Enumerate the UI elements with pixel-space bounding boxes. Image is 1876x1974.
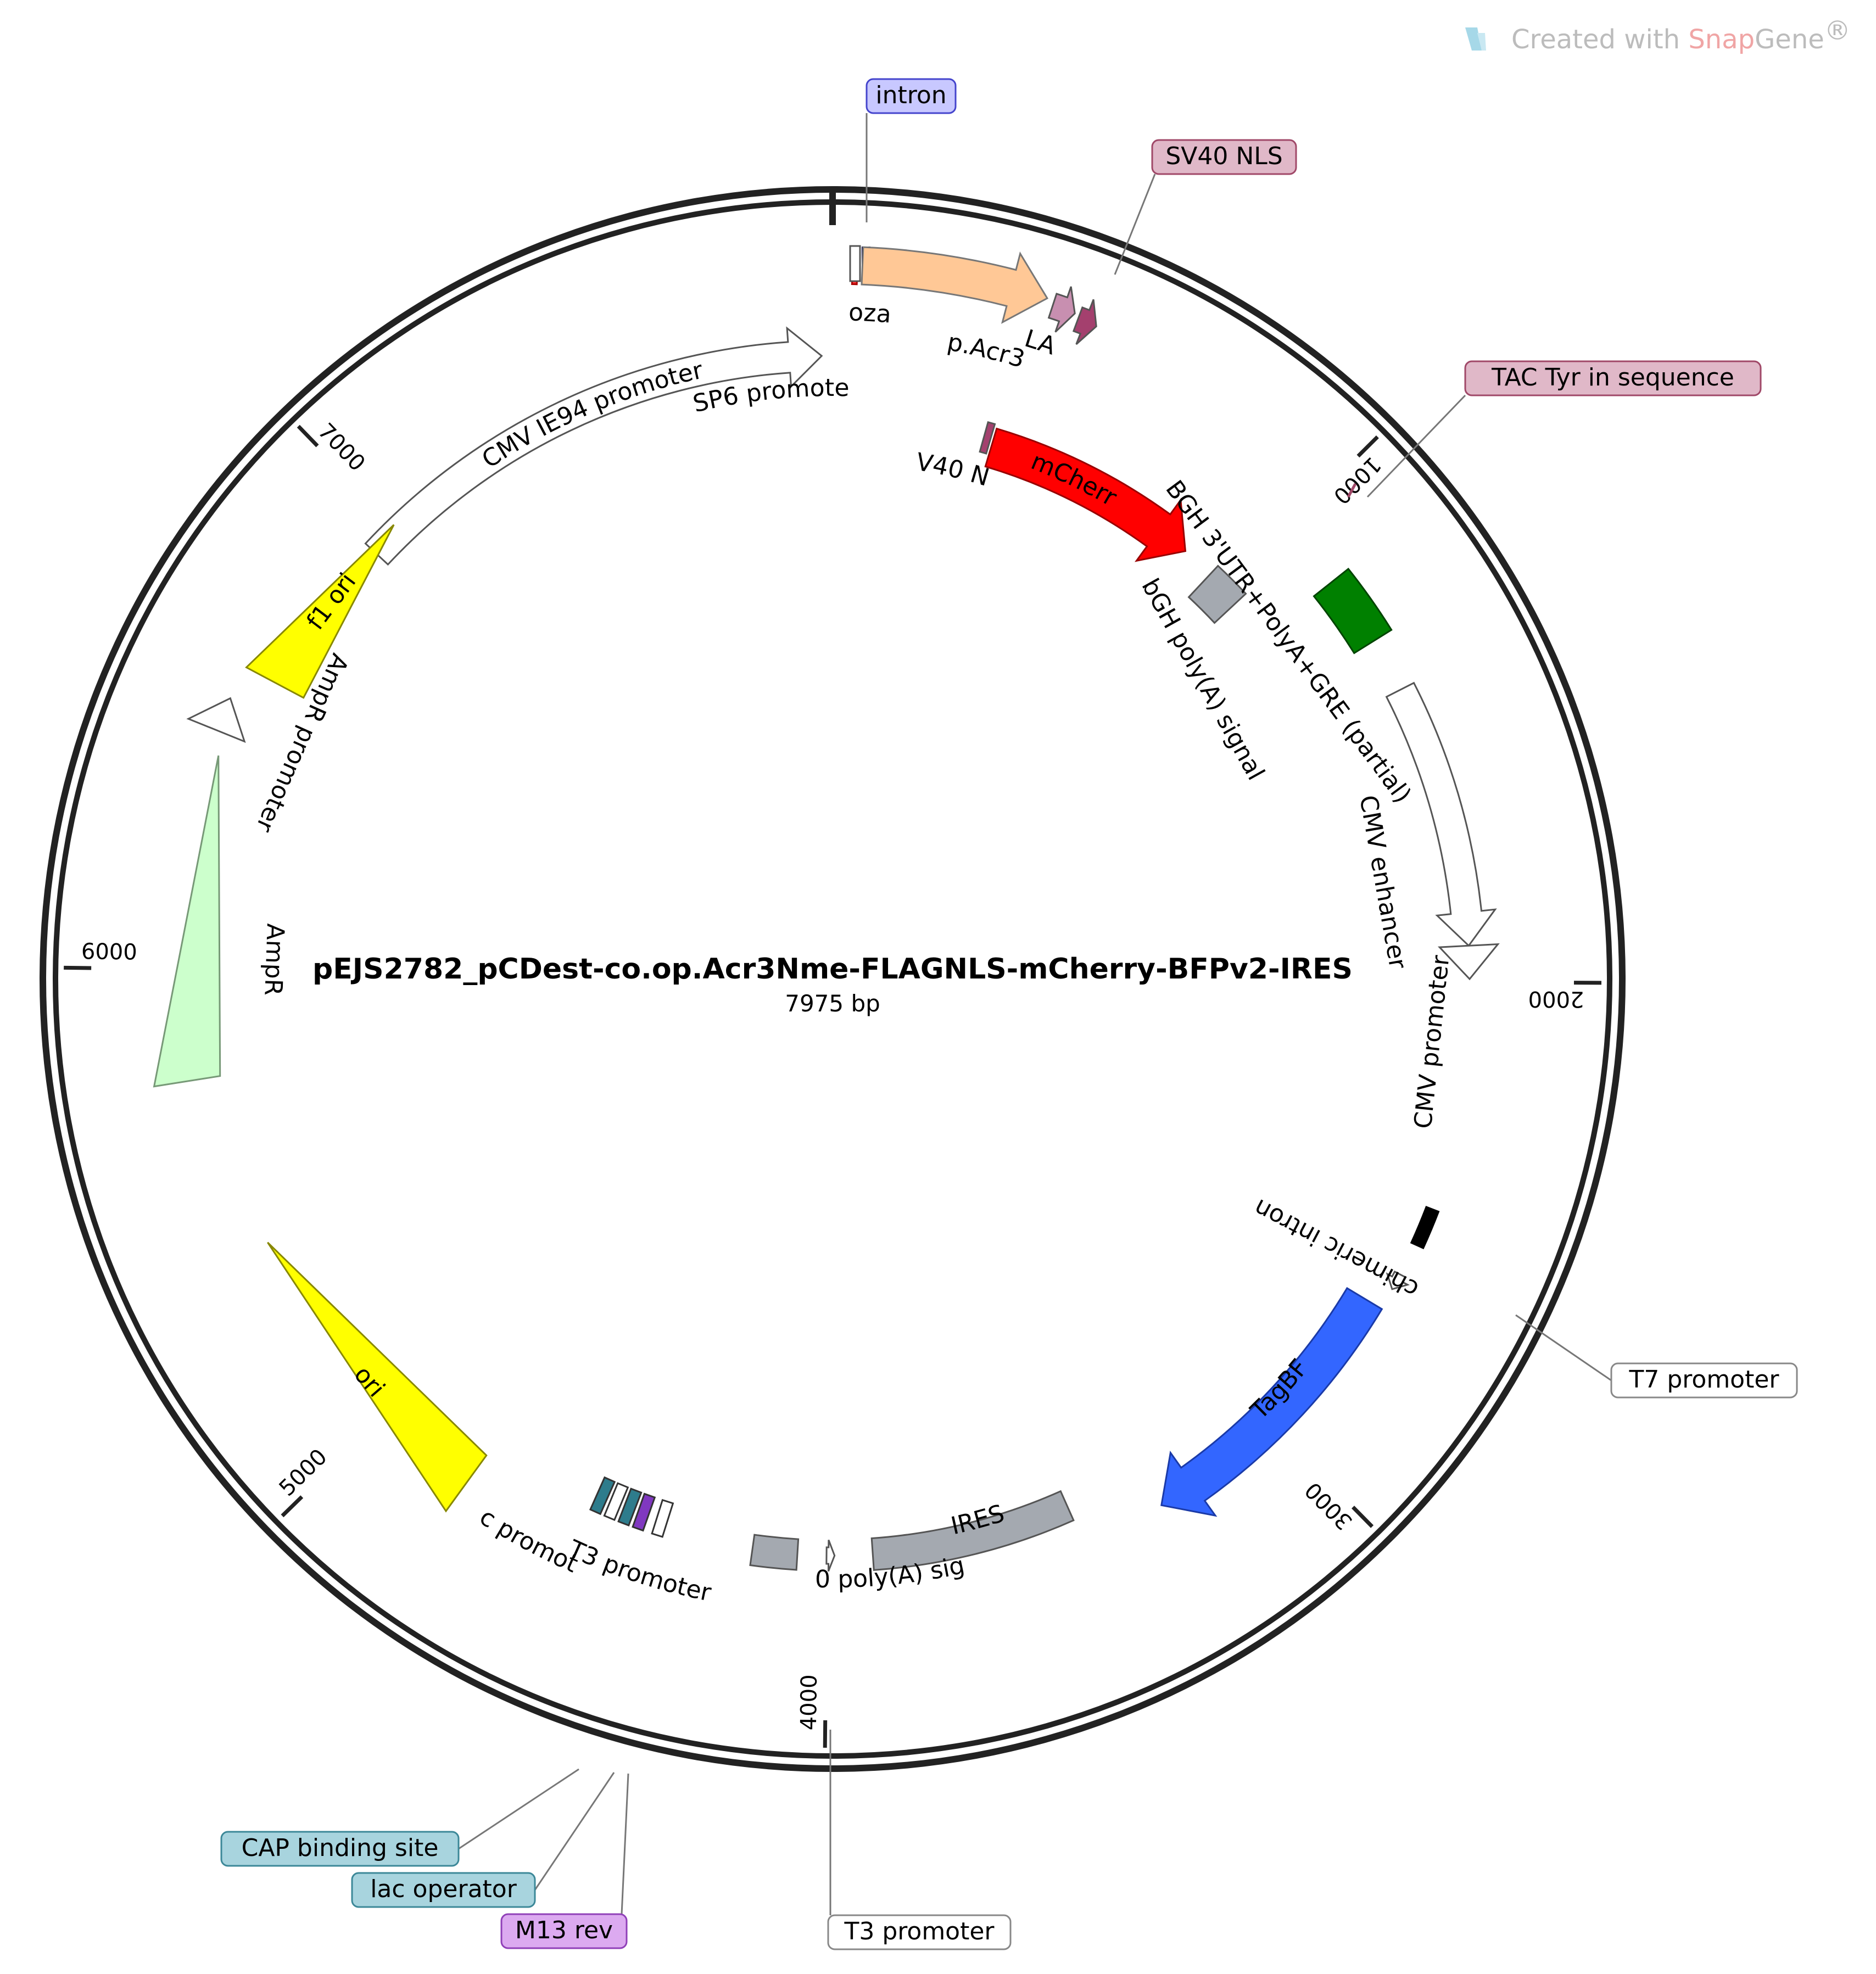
feature-chim[interactable] bbox=[1410, 1206, 1440, 1250]
feature-mcherry[interactable] bbox=[984, 427, 1187, 562]
feature-sv40pa[interactable] bbox=[749, 1534, 800, 1571]
feature-sp6-block[interactable] bbox=[849, 245, 861, 282]
callout-box-lacop bbox=[351, 1872, 536, 1908]
feature-t3a[interactable] bbox=[1386, 1270, 1410, 1290]
feature-label-bfp: mTagBFP2 bbox=[0, 0, 1314, 1425]
tick-7000 bbox=[297, 424, 319, 448]
feature-ires[interactable] bbox=[870, 1490, 1075, 1571]
feature-cmv-enh[interactable] bbox=[1385, 681, 1497, 947]
lac-region-element-2[interactable] bbox=[617, 1488, 643, 1526]
callout-intron[interactable]: intron bbox=[866, 78, 957, 222]
feature-label-cmv-enh: CMV enhancer bbox=[1354, 793, 1412, 971]
callout-label-t3b: T3 promoter bbox=[844, 1917, 995, 1945]
tick-label-2000: 2000 bbox=[1528, 986, 1584, 1012]
callout-leader-t7 bbox=[1515, 1314, 1612, 1382]
snapgene-logo-icon bbox=[1465, 27, 1486, 51]
feature-ampr[interactable] bbox=[153, 755, 221, 1088]
callout-label-cap: CAP binding site bbox=[242, 1834, 439, 1862]
feature-label-cmv-ie94: CMV IE94 promoter bbox=[477, 356, 706, 474]
feature-ori[interactable] bbox=[267, 1242, 488, 1513]
feature-label-kozak: kozak bbox=[0, 0, 892, 329]
callout-label-lacop: lac operator bbox=[370, 1875, 517, 1903]
callout-cap[interactable]: CAP binding site bbox=[220, 1768, 579, 1867]
callout-label-sv40nls: SV40 NLS bbox=[1165, 142, 1282, 170]
callout-box-m13 bbox=[500, 1913, 628, 1949]
feature-nls2[interactable] bbox=[1072, 299, 1097, 345]
lac-region-element-1[interactable] bbox=[603, 1482, 629, 1521]
callout-box-intron bbox=[866, 78, 957, 114]
callout-box-t3b bbox=[827, 1914, 1012, 1950]
lac-region-element-0[interactable] bbox=[589, 1476, 616, 1516]
feature-label-cmv-prom: CMV promoter bbox=[1409, 954, 1455, 1130]
tick-label-5000: 5000 bbox=[275, 1444, 332, 1501]
callout-sv40nls[interactable]: SV40 NLS bbox=[1114, 139, 1297, 275]
feature-flag[interactable] bbox=[1047, 286, 1076, 333]
callout-leader-sv40nls bbox=[1114, 174, 1156, 275]
tick-label-7000: 7000 bbox=[313, 418, 370, 476]
callout-box-sv40nls bbox=[1151, 139, 1297, 175]
tick-label-3000: 3000 bbox=[1300, 1477, 1358, 1535]
callout-label-intron: intron bbox=[875, 81, 946, 109]
callout-leader-tac bbox=[1366, 394, 1466, 498]
callout-box-t7 bbox=[1610, 1362, 1798, 1399]
feature-acr3[interactable] bbox=[861, 246, 1049, 324]
callout-m13[interactable]: M13 rev bbox=[500, 1773, 629, 1949]
feature-t3a[interactable] bbox=[825, 1539, 836, 1572]
feature-nls2[interactable] bbox=[979, 421, 996, 455]
callout-leader-cap bbox=[458, 1768, 579, 1850]
feature-label-ampr: AmpR bbox=[259, 923, 289, 996]
feature-cmv-ie94[interactable] bbox=[364, 326, 823, 566]
lac-region-element-3[interactable] bbox=[632, 1492, 656, 1532]
tick-1000 bbox=[1356, 435, 1379, 458]
plasmid-name: pEJS2782_pCDest-co.op.Acr3Nme-FLAGNLS-mC… bbox=[312, 953, 1353, 986]
callout-t7[interactable]: T7 promoter bbox=[1515, 1314, 1798, 1399]
watermark-text: Created with SnapGene® bbox=[1511, 15, 1851, 55]
feature-label-nls2: SV40 NLS bbox=[0, 0, 992, 492]
feature-bgh[interactable] bbox=[1187, 564, 1247, 624]
callout-label-t7: T7 promoter bbox=[1628, 1366, 1779, 1394]
tick-5000 bbox=[281, 1495, 304, 1518]
callout-label-tac: TAC Tyr in sequence bbox=[1491, 364, 1734, 392]
callout-leader-lacop bbox=[534, 1772, 615, 1891]
lac-region-element-4[interactable] bbox=[651, 1498, 674, 1538]
callout-t3b[interactable]: T3 promoter bbox=[827, 1730, 1012, 1950]
tick-label-6000: 6000 bbox=[81, 939, 137, 965]
feature-cmv-prom[interactable] bbox=[1437, 943, 1500, 981]
feature-label-chim: chimeric intron bbox=[1249, 1193, 1423, 1304]
callout-lacop[interactable]: lac operator bbox=[351, 1772, 615, 1908]
callout-box-cap bbox=[220, 1831, 460, 1867]
feature-bfp[interactable] bbox=[1160, 1287, 1383, 1517]
watermark: Created with SnapGene® bbox=[1465, 15, 1851, 55]
feature-f1[interactable] bbox=[245, 524, 395, 699]
callout-box-tac bbox=[1464, 360, 1762, 396]
feature-label-sv40pa: SV40 poly(A) signal bbox=[0, 0, 967, 1593]
callout-label-m13: M13 rev bbox=[515, 1916, 613, 1944]
feature-label-flag: FLAG bbox=[0, 0, 1059, 361]
feature-bgh-utr[interactable] bbox=[1313, 567, 1393, 655]
tac-marker bbox=[1347, 483, 1357, 498]
tick-label-4000: 4000 bbox=[796, 1674, 822, 1730]
tick-3000 bbox=[1352, 1506, 1374, 1528]
tick-label-1000: 1000 bbox=[1328, 451, 1386, 508]
callout-tac[interactable]: TAC Tyr in sequence bbox=[1366, 360, 1762, 498]
feature-ampr-prom[interactable] bbox=[186, 697, 246, 743]
feature-label-t3a: T3 promoter bbox=[564, 1535, 714, 1607]
callout-leader-m13 bbox=[621, 1773, 629, 1915]
plasmid-size: 7975 bp bbox=[785, 990, 880, 1017]
